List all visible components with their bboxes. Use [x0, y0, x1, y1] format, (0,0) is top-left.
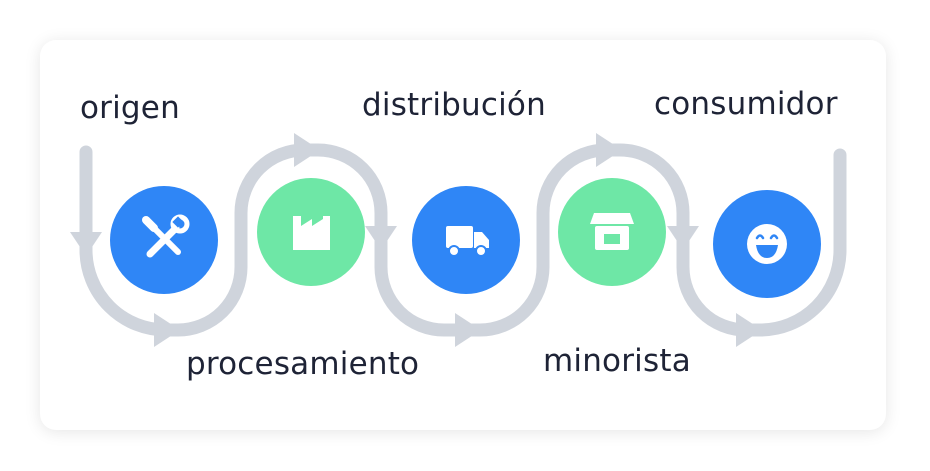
- tools-icon: [142, 214, 190, 258]
- stage-origen-node: [110, 186, 218, 294]
- stage-minorista-node: [558, 178, 666, 286]
- arrow-right-1: [154, 313, 180, 347]
- stage-label-procesamiento: procesamiento: [186, 346, 420, 382]
- stage-label-distribucion: distribución: [362, 87, 546, 123]
- truck-icon: [446, 226, 489, 257]
- stage-label-minorista: minorista: [543, 343, 691, 379]
- stage-procesamiento-node: [257, 178, 365, 286]
- stage-label-consumidor: consumidor: [654, 86, 838, 122]
- arrow-right-2: [294, 133, 320, 167]
- store-icon: [590, 213, 634, 250]
- stage-distribucion-node: [412, 186, 520, 294]
- smile-icon: [747, 224, 787, 264]
- arrow-down-3: [667, 226, 699, 250]
- stage-label-origen: origen: [80, 90, 180, 126]
- arrow-down-2: [365, 226, 397, 250]
- factory-icon: [293, 216, 330, 250]
- arrow-right-4: [596, 133, 622, 167]
- arrow-right-5: [736, 313, 762, 347]
- arrow-down-1: [70, 232, 102, 256]
- arrow-right-3: [455, 313, 481, 347]
- stage-consumidor-node: [713, 190, 821, 298]
